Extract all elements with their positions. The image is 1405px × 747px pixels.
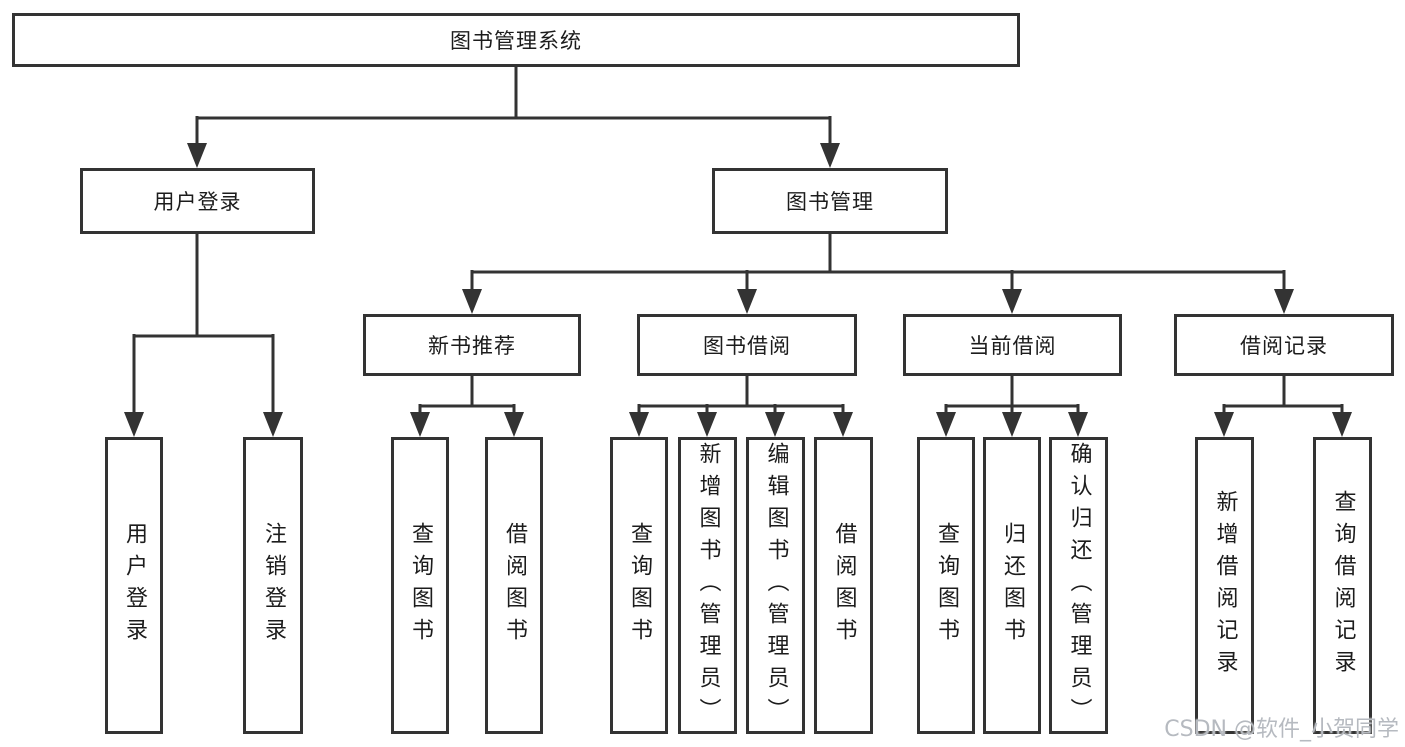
node-label: 归还图书 xyxy=(1000,521,1025,650)
node-label: 新增借阅记录 xyxy=(1212,489,1238,682)
node-leaf-query-books-borrow: 查询图书 xyxy=(610,437,668,734)
node-label: 编辑图书（管理员） xyxy=(763,441,789,730)
node-leaf-logout: 注销登录 xyxy=(243,437,303,734)
node-label: 用户登录 xyxy=(122,521,147,650)
node-leaf-confirm-return-admin: 确认归还（管理员） xyxy=(1049,437,1108,734)
node-library-management-system: 图书管理系统 xyxy=(12,13,1020,67)
node-leaf-borrow-books-recommend: 借阅图书 xyxy=(485,437,543,734)
node-leaf-edit-books-admin: 编辑图书（管理员） xyxy=(746,437,805,734)
node-leaf-query-books-current: 查询图书 xyxy=(917,437,975,734)
node-book-management: 图书管理 xyxy=(712,168,948,234)
node-label: 借阅图书 xyxy=(502,521,527,650)
node-leaf-query-borrow-record: 查询借阅记录 xyxy=(1313,437,1372,734)
node-leaf-user-login: 用户登录 xyxy=(105,437,163,734)
node-label: 图书管理系统 xyxy=(450,29,582,53)
node-current-borrow: 当前借阅 xyxy=(903,314,1122,376)
node-label: 用户登录 xyxy=(153,190,242,214)
node-leaf-return-books: 归还图书 xyxy=(983,437,1041,734)
node-label: 确认归还（管理员） xyxy=(1066,441,1092,730)
node-leaf-query-books-recommend: 查询图书 xyxy=(391,437,449,734)
node-leaf-add-borrow-record: 新增借阅记录 xyxy=(1195,437,1254,734)
node-label: 借阅记录 xyxy=(1240,334,1328,358)
node-label: 图书管理 xyxy=(786,190,874,214)
node-leaf-add-books-admin: 新增图书（管理员） xyxy=(678,437,737,734)
csdn-watermark: CSDN @软件_小贺同学 xyxy=(1164,717,1399,742)
node-label: 当前借阅 xyxy=(968,334,1057,358)
node-label: 新增图书（管理员） xyxy=(695,441,721,730)
node-label: 图书借阅 xyxy=(703,334,791,358)
node-leaf-borrow-books: 借阅图书 xyxy=(814,437,873,734)
node-label: 查询图书 xyxy=(408,521,433,650)
node-label: 查询图书 xyxy=(627,521,652,650)
node-label: 查询借阅记录 xyxy=(1330,489,1356,682)
node-label: 查询图书 xyxy=(934,521,959,650)
node-label: 注销登录 xyxy=(261,521,286,650)
node-user-login-group: 用户登录 xyxy=(80,168,315,234)
node-label: 借阅图书 xyxy=(831,521,857,650)
node-borrow-records: 借阅记录 xyxy=(1174,314,1394,376)
node-book-borrow: 图书借阅 xyxy=(637,314,857,376)
node-label: 新书推荐 xyxy=(428,334,516,358)
node-new-book-recommend: 新书推荐 xyxy=(363,314,581,376)
